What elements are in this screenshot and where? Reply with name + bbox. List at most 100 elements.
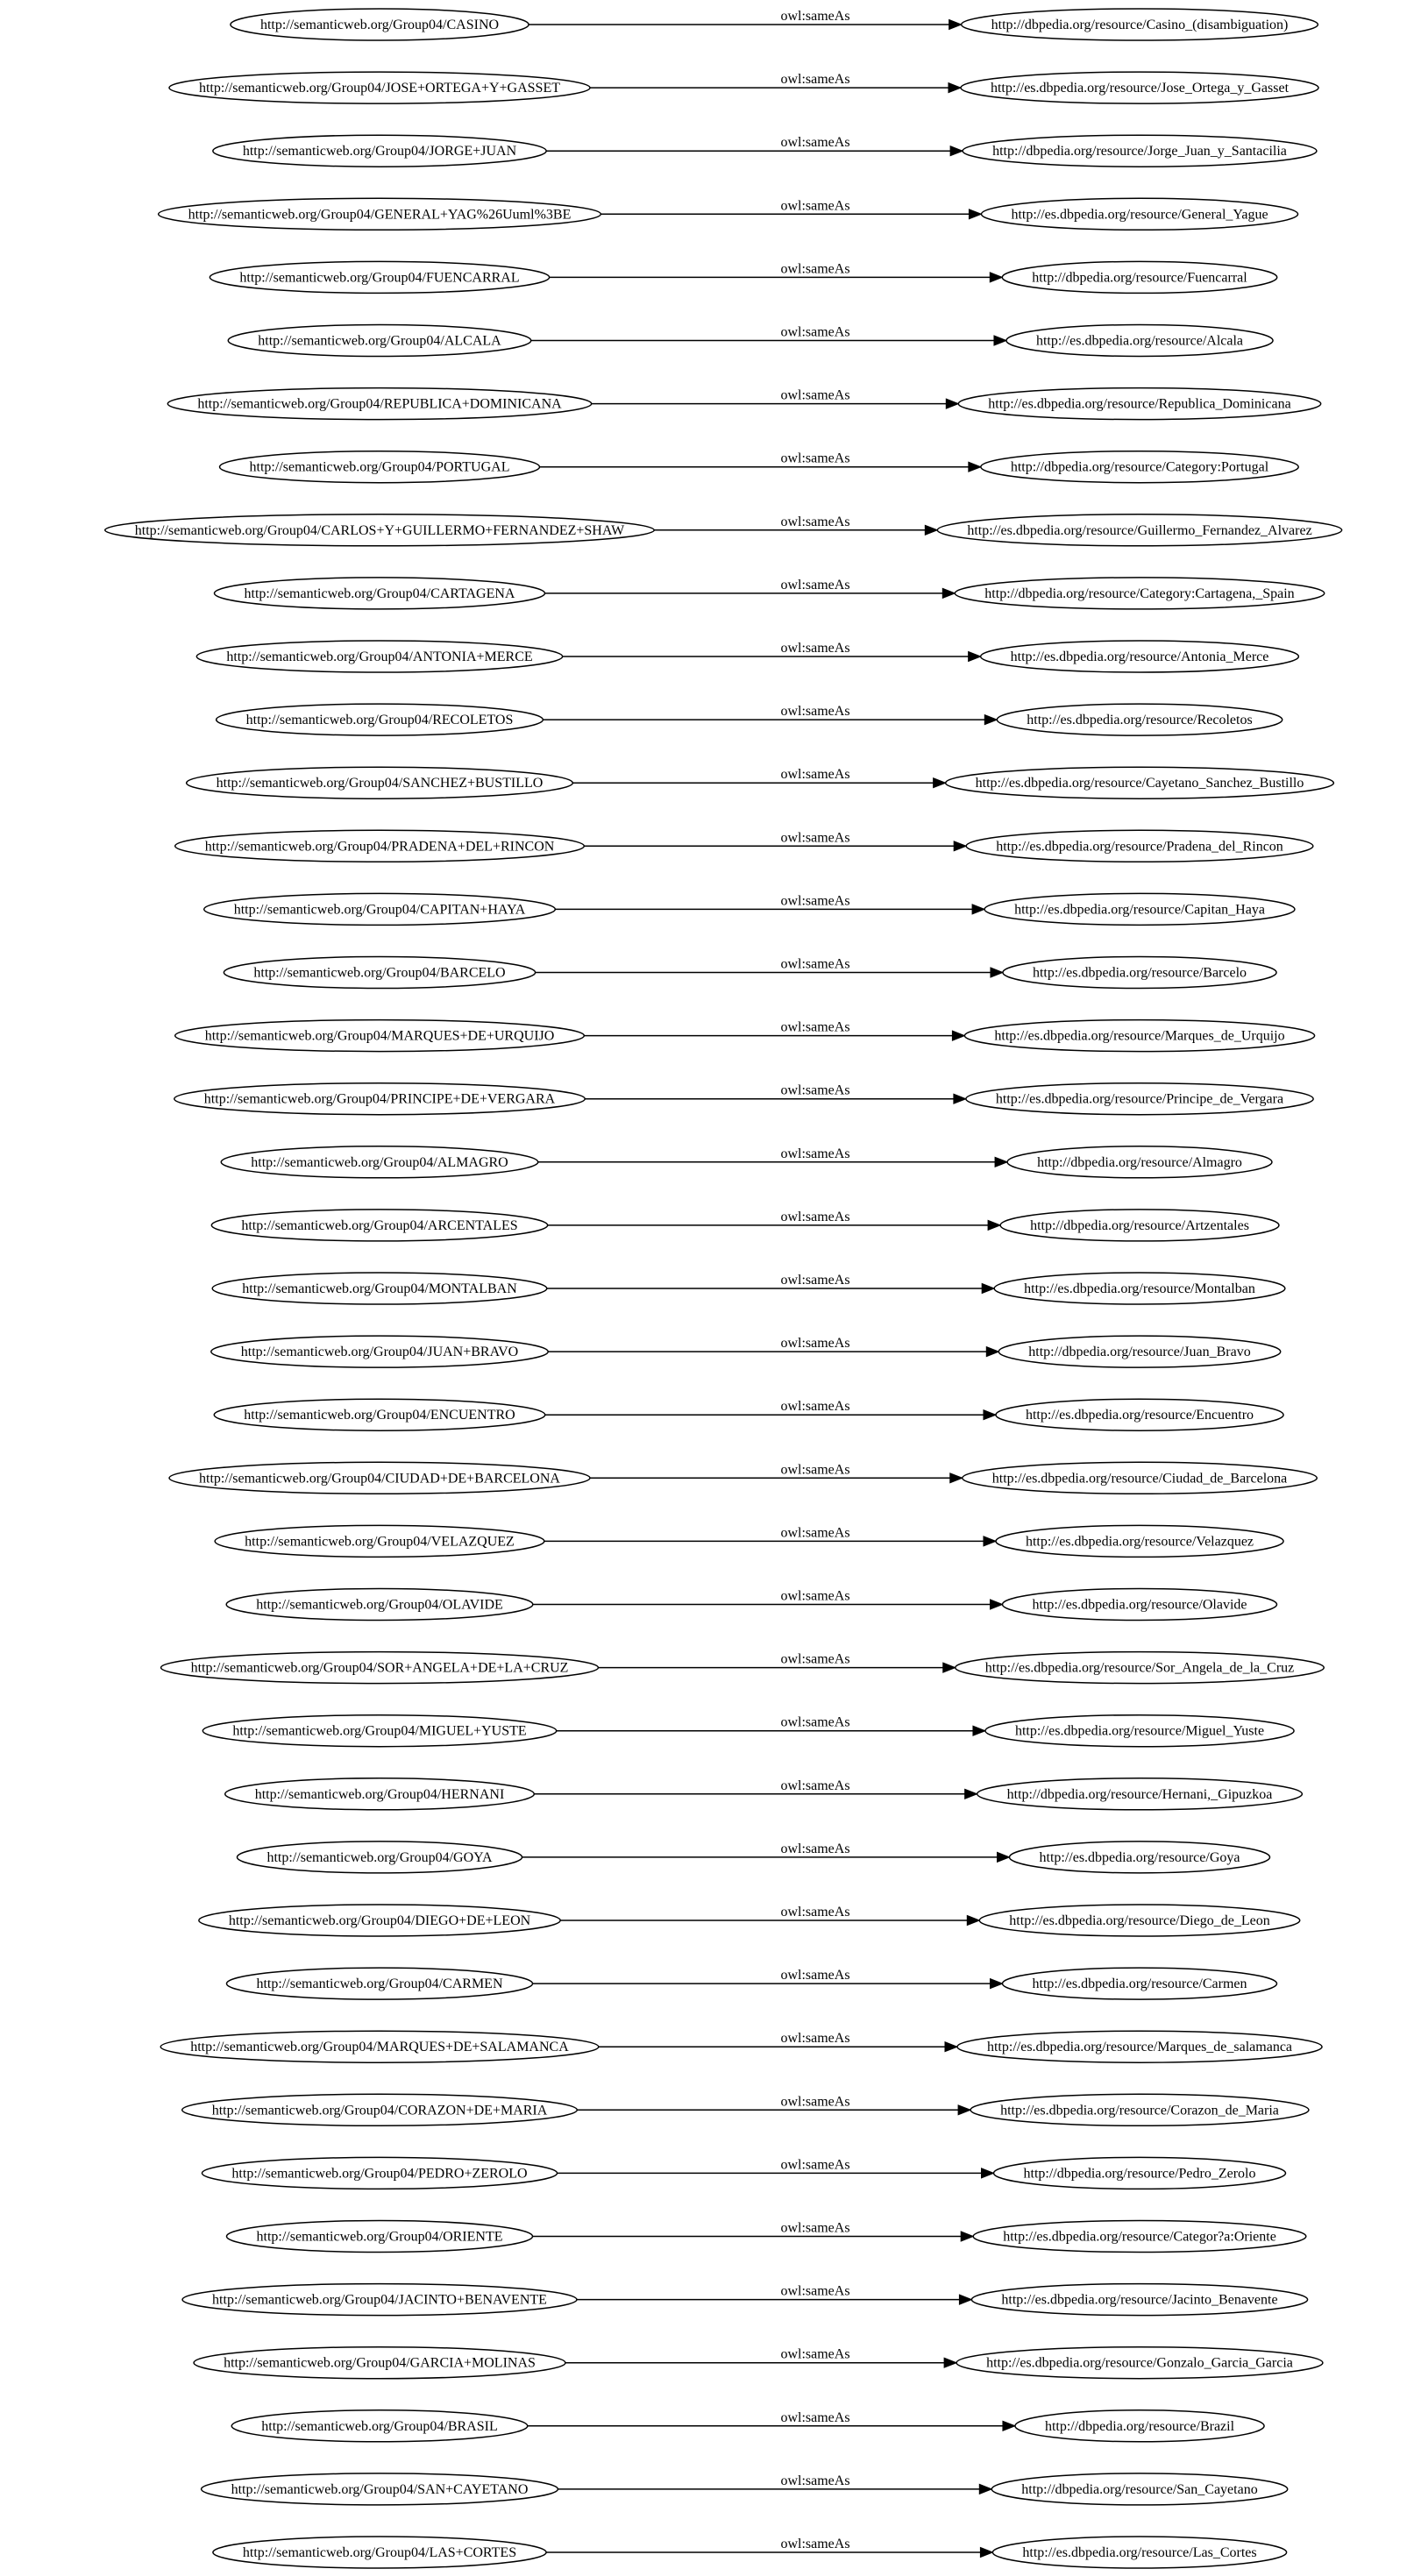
object-node-label: http://es.dbpedia.org/resource/Capitan_H… [1014, 902, 1265, 917]
object-node-label: http://es.dbpedia.org/resource/Goya [1040, 1850, 1240, 1865]
edge-label: owl:sameAs [780, 1399, 849, 1414]
object-node-ellipse [991, 2536, 1288, 2569]
edge-arrowhead [968, 461, 983, 472]
subject-node: http://semanticweb.org/Group04/RECOLETOS [215, 703, 544, 736]
object-node: http://es.dbpedia.org/resource/Jacinto_B… [970, 2282, 1309, 2317]
same-as-edge: owl:sameAs [534, 1778, 979, 1800]
object-node-label: http://es.dbpedia.org/resource/Diego_de_… [1009, 1913, 1269, 1928]
edge-label: owl:sameAs [780, 1525, 849, 1540]
edge-arrowhead [990, 1599, 1004, 1610]
object-node: http://es.dbpedia.org/resource/Barcelo [1002, 955, 1277, 990]
same-as-edge: owl:sameAs [600, 198, 983, 220]
subject-node-ellipse [209, 260, 551, 295]
same-as-edge: owl:sameAs [590, 72, 963, 94]
subject-node: http://semanticweb.org/Group04/REPUBLICA… [167, 387, 593, 421]
subject-node: http://semanticweb.org/Group04/JORGE+JUA… [212, 134, 547, 167]
object-node-label: http://dbpedia.org/resource/Fuencarral [1032, 270, 1247, 285]
object-node-label: http://es.dbpedia.org/resource/Recoletos [1027, 713, 1252, 727]
same-as-edge: owl:sameAs [591, 388, 960, 409]
subject-node-label: http://semanticweb.org/Group04/SAN+CAYET… [231, 2482, 529, 2497]
same-as-edge: owl:sameAs [549, 261, 1004, 283]
object-node: http://es.dbpedia.org/resource/Diego_de_… [978, 1904, 1301, 1937]
subject-node-label: http://semanticweb.org/Group04/ORIENTE [257, 2230, 503, 2245]
object-node-label: http://es.dbpedia.org/resource/Encuentro [1026, 1408, 1254, 1423]
object-node: http://es.dbpedia.org/resource/Marques_d… [963, 1018, 1316, 1053]
subject-node-ellipse [160, 2030, 600, 2063]
subject-node-label: http://semanticweb.org/Group04/ARCENTALE… [241, 1218, 517, 1233]
edge-arrowhead [983, 1409, 998, 1421]
object-node-label: http://dbpedia.org/resource/San_Cayetano [1021, 2482, 1257, 2497]
object-node-ellipse [960, 8, 1319, 41]
object-node-label: http://es.dbpedia.org/resource/Olavide [1033, 1598, 1247, 1613]
same-as-edge: owl:sameAs [558, 2473, 993, 2495]
edge-label: owl:sameAs [780, 893, 849, 908]
edge-label: owl:sameAs [780, 451, 849, 466]
edge-arrowhead [953, 1093, 968, 1104]
object-node-label: http://dbpedia.org/resource/Category:Car… [984, 586, 1294, 601]
edge-arrowhead [933, 777, 948, 789]
object-node-label: http://es.dbpedia.org/resource/General_Y… [1011, 207, 1268, 222]
object-node-label: http://es.dbpedia.org/resource/Guillermo… [967, 523, 1311, 538]
edge-arrowhead [984, 713, 998, 726]
object-node-ellipse [979, 640, 1300, 673]
same-as-edge: owl:sameAs [527, 2410, 1017, 2432]
subject-node-label: http://semanticweb.org/Group04/REPUBLICA… [197, 397, 562, 412]
object-node-ellipse [980, 450, 1299, 484]
same-as-edge: owl:sameAs [532, 1968, 1004, 1990]
same-as-edge: owl:sameAs [547, 1210, 1002, 1231]
object-node-ellipse [999, 1209, 1280, 1242]
object-node-ellipse [980, 197, 1299, 231]
same-as-edge: owl:sameAs [530, 325, 1008, 346]
object-node: http://es.dbpedia.org/resource/Pradena_d… [965, 829, 1314, 863]
same-as-edge: owl:sameAs [572, 767, 948, 789]
subject-node-label: http://semanticweb.org/Group04/ALMAGRO [251, 1155, 508, 1170]
edge-arrowhead [997, 1851, 1011, 1863]
object-node-ellipse [978, 1904, 1301, 1937]
object-node: http://es.dbpedia.org/resource/Alcala [1005, 323, 1274, 358]
edge-arrowhead [979, 2546, 994, 2558]
object-node-label: http://es.dbpedia.org/resource/Marques_d… [994, 1029, 1284, 1044]
subject-node-ellipse [174, 1082, 586, 1116]
edge-label: owl:sameAs [780, 388, 849, 403]
object-node-ellipse [1002, 955, 1277, 990]
edge-label: owl:sameAs [780, 1589, 849, 1604]
same-as-edge: owl:sameAs [544, 1399, 998, 1421]
subject-node-label: http://semanticweb.org/Group04/DIEGO+DE+… [229, 1913, 531, 1928]
object-node: http://es.dbpedia.org/resource/Encuentro [995, 1398, 1284, 1431]
subject-node: http://semanticweb.org/Group04/ALMAGRO [220, 1146, 539, 1179]
subject-node: http://semanticweb.org/Group04/DIEGO+DE+… [198, 1904, 561, 1937]
object-node-ellipse [1001, 260, 1278, 295]
edge-arrowhead [990, 967, 1005, 978]
object-node: http://es.dbpedia.org/resource/Categor?a… [972, 2219, 1307, 2253]
subject-node: http://semanticweb.org/Group04/BARCELO [223, 955, 536, 990]
edge-label: owl:sameAs [780, 1715, 849, 1730]
same-as-edge: owl:sameAs [598, 1652, 957, 1673]
subject-node-label: http://semanticweb.org/Group04/MARQUES+D… [190, 2040, 569, 2054]
subject-node-ellipse [236, 1841, 523, 1874]
subject-node-ellipse [231, 2409, 529, 2443]
subject-node-ellipse [157, 197, 602, 231]
edge-label: owl:sameAs [780, 1273, 849, 1288]
object-node-label: http://es.dbpedia.org/resource/Republica… [988, 397, 1290, 412]
subject-node-label: http://semanticweb.org/Group04/MIGUEL+YU… [232, 1724, 526, 1739]
subject-node-label: http://semanticweb.org/Group04/ANTONIA+M… [226, 649, 532, 664]
subject-node-ellipse [210, 1209, 549, 1242]
subject-node: http://semanticweb.org/Group04/PRADENA+D… [174, 829, 586, 863]
same-as-edge: owl:sameAs [543, 704, 998, 726]
object-node-ellipse [956, 2030, 1323, 2063]
subject-node-label: http://semanticweb.org/Group04/ALCALA [258, 334, 501, 349]
object-node-label: http://es.dbpedia.org/resource/Principe_… [996, 1092, 1283, 1107]
object-node-ellipse [957, 387, 1322, 421]
edge-arrowhead [924, 524, 939, 536]
subject-node-ellipse [227, 323, 532, 358]
subject-node: http://semanticweb.org/Group04/GARCIA+MO… [193, 2345, 566, 2380]
edge-label: owl:sameAs [780, 641, 849, 656]
subject-node-ellipse [193, 2345, 566, 2380]
object-node-ellipse [996, 703, 1283, 736]
subject-node-ellipse [213, 577, 546, 610]
object-node: http://es.dbpedia.org/resource/Guillermo… [936, 514, 1343, 547]
edge-arrowhead [993, 335, 1008, 346]
edge-label: owl:sameAs [780, 1905, 849, 1920]
same-as-edge: owl:sameAs [548, 1336, 1000, 1358]
subject-node-label: http://semanticweb.org/Group04/SANCHEZ+B… [217, 776, 544, 791]
